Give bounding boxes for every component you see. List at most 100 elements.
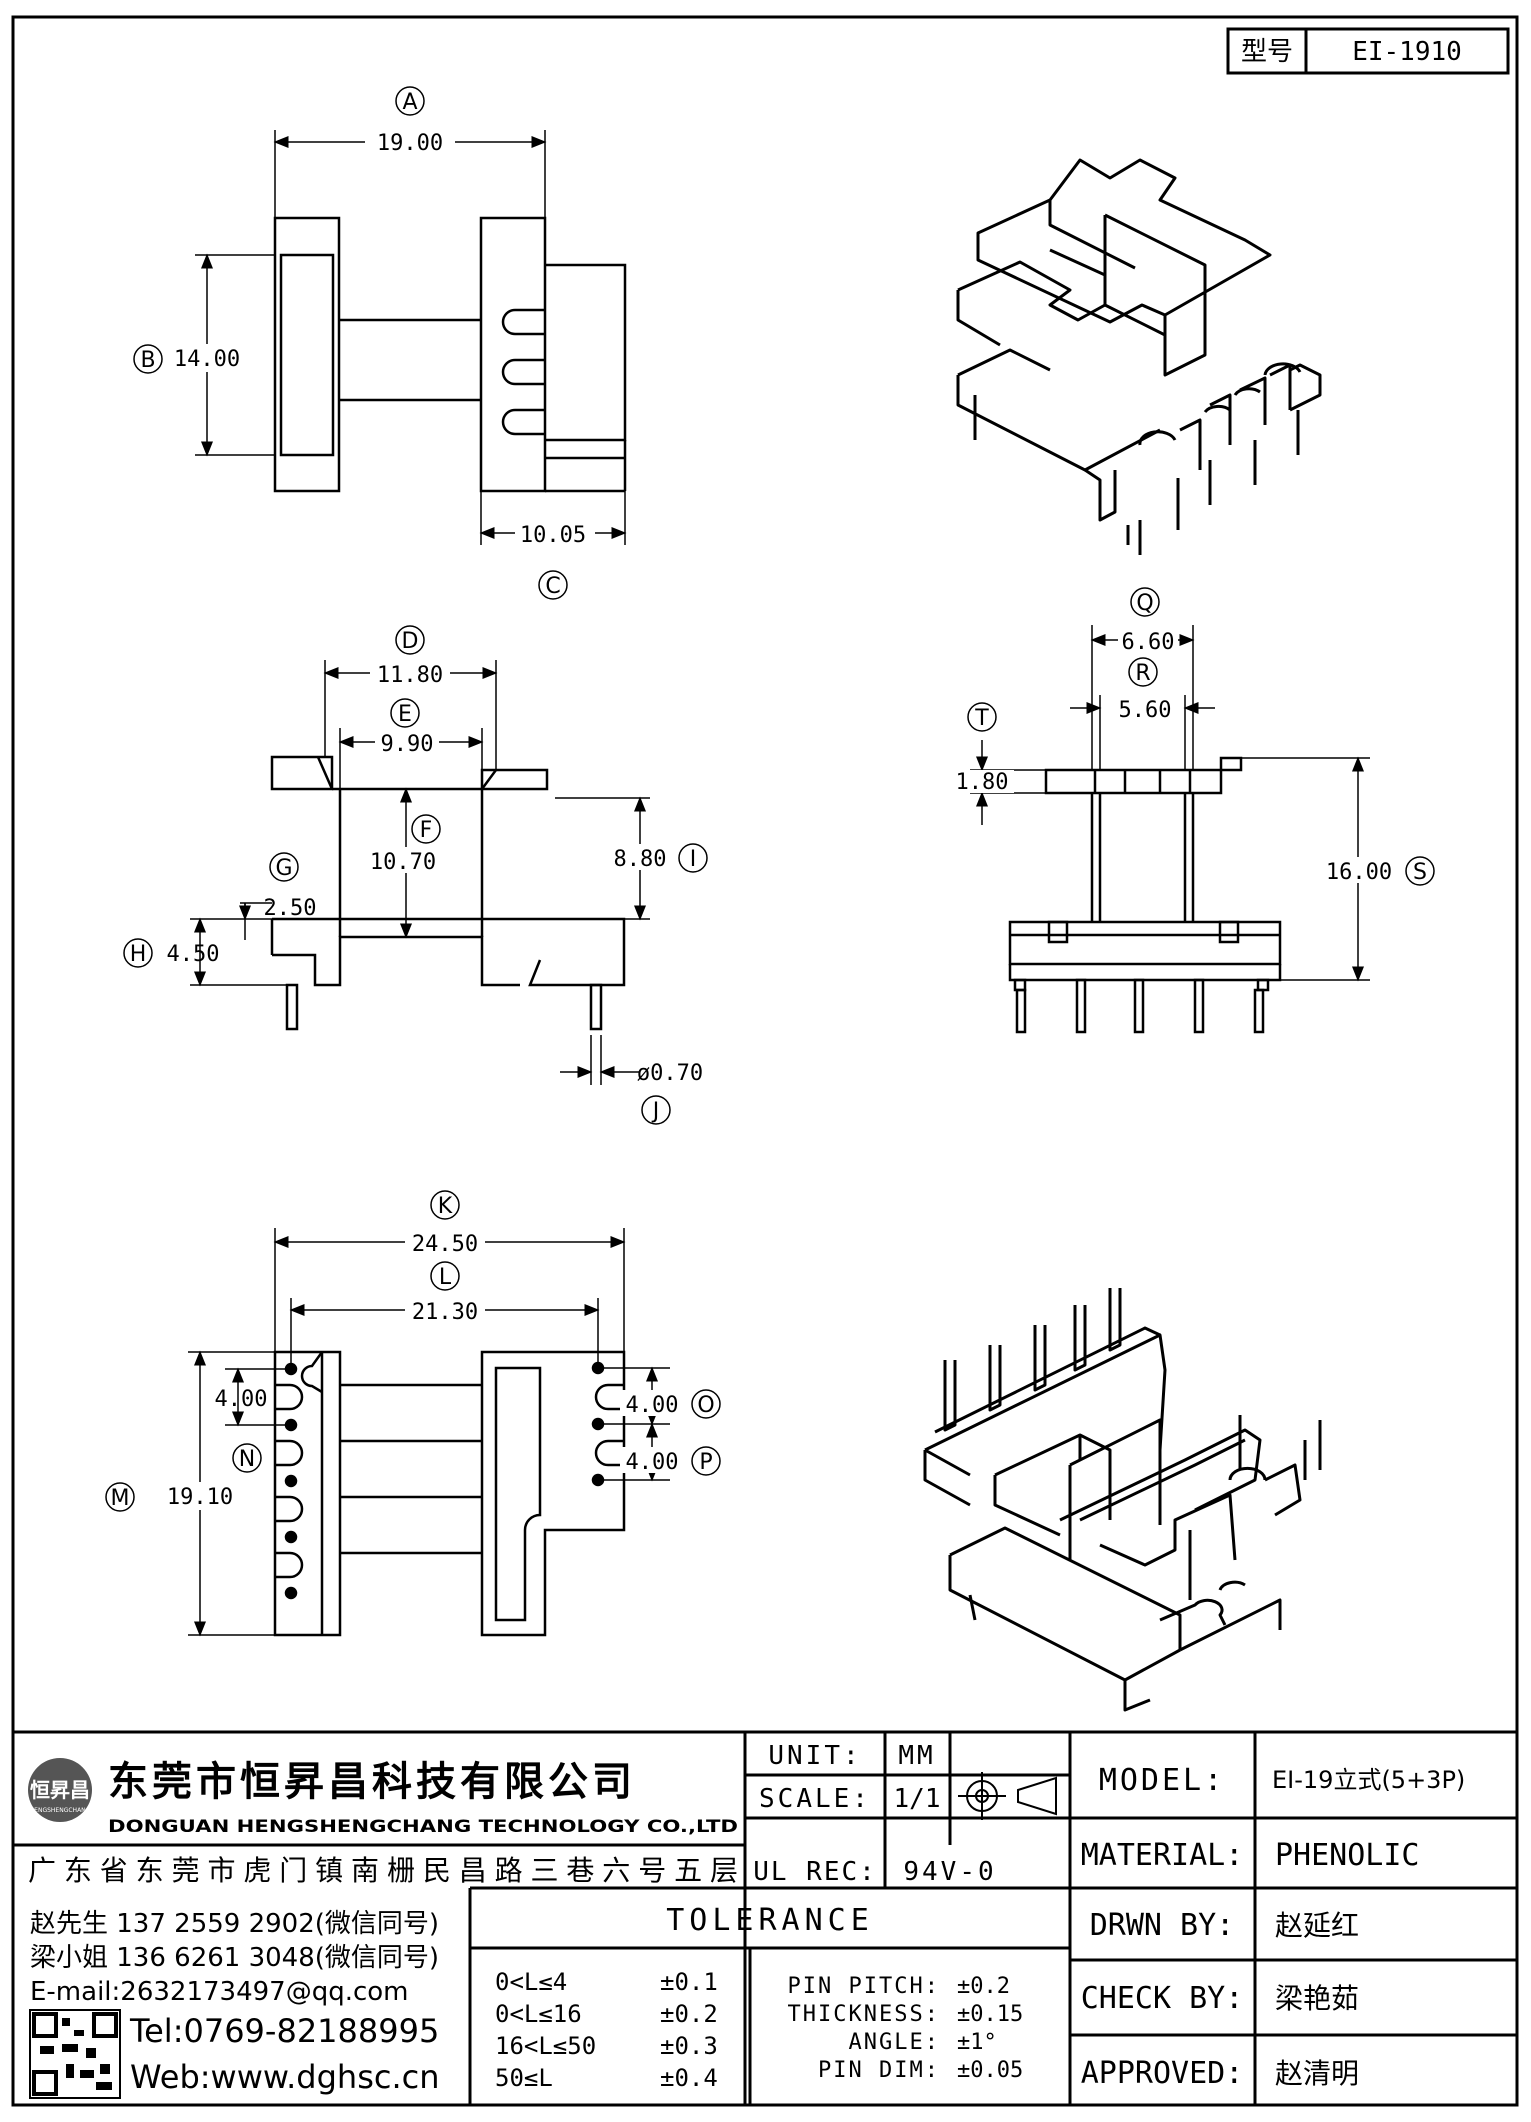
top-view xyxy=(273,216,627,493)
tol-spec-2: ANGLE: xyxy=(849,2030,940,2055)
svg-text:O: O xyxy=(697,1393,714,1418)
dim-C: 10.05 C xyxy=(515,520,595,600)
side-view xyxy=(1008,756,1282,1034)
company-name-en: DONGUAN HENGSHENGCHANG TECHNOLOGY CO.,LT… xyxy=(108,1817,738,1837)
scale-value: 1/1 xyxy=(894,1784,941,1814)
svg-text:HENGSHENGCHANG: HENGSHENGCHANG xyxy=(30,1807,91,1814)
svg-text:2.50: 2.50 xyxy=(264,896,317,921)
dim-P: 4.00 P xyxy=(620,1446,721,1476)
isometric-view-bottom xyxy=(923,1288,1322,1712)
dim-D: D 11.80 xyxy=(370,625,450,688)
check-label: CHECK BY: xyxy=(1081,1981,1244,2016)
tol-range-1: 0<L≤16 xyxy=(495,2000,582,2028)
material-value: PHENOLIC xyxy=(1275,1838,1420,1873)
dim-N: 4.00 N xyxy=(215,1387,268,1473)
ulrec-label: UL REC: xyxy=(753,1857,877,1887)
svg-text:D: D xyxy=(402,629,419,654)
model-box-label: 型号 xyxy=(1241,37,1293,67)
svg-text:E: E xyxy=(398,702,412,727)
dim-R: R 5.60 xyxy=(1119,657,1172,723)
svg-text:M: M xyxy=(111,1486,130,1511)
qr-code-icon xyxy=(29,2009,121,2099)
tol-value-2: ±0.3 xyxy=(660,2032,718,2060)
bottom-view xyxy=(273,1350,626,1637)
tol-spec-value-1: ±0.15 xyxy=(957,2002,1023,2027)
svg-text:21.30: 21.30 xyxy=(412,1300,478,1325)
dim-T: T 1.80 xyxy=(950,702,1014,795)
contact-line-2: 梁小姐 136 6261 3048(微信同号) xyxy=(30,1943,439,1973)
svg-text:10.05: 10.05 xyxy=(520,523,586,548)
company-address: 广东省东莞市虎门镇南栅民昌路三巷六号五层 xyxy=(28,1854,738,1887)
model-label: MODEL: xyxy=(1099,1763,1225,1798)
bottom-view-dims xyxy=(188,1228,670,1637)
dim-M: M 19.10 xyxy=(105,1482,238,1512)
isometric-view-top xyxy=(956,158,1322,555)
svg-text:19.00: 19.00 xyxy=(377,131,443,156)
tol-range-2: 16<L≤50 xyxy=(495,2032,596,2060)
tolerance-specs: PIN PITCH: ±0.2 THICKNESS: ±0.15 ANGLE: … xyxy=(788,1974,1024,2083)
dim-G: G 2.50 xyxy=(264,852,317,921)
ulrec-value: 94V-0 xyxy=(903,1857,996,1887)
model-box-value: EI-1910 xyxy=(1352,37,1462,67)
svg-text:4.00: 4.00 xyxy=(626,1393,679,1418)
drwn-label: DRWN BY: xyxy=(1090,1908,1235,1943)
svg-text:1.80: 1.80 xyxy=(956,770,1009,795)
dim-J: ø0.70 J xyxy=(637,1061,703,1125)
svg-text:ø0.70: ø0.70 xyxy=(637,1061,703,1086)
dim-B: B 14.00 xyxy=(133,344,246,374)
svg-text:A: A xyxy=(402,90,417,115)
approved-label: APPROVED: xyxy=(1081,2056,1244,2091)
check-value: 梁艳茹 xyxy=(1275,1982,1359,2015)
svg-text:P: P xyxy=(699,1450,712,1475)
dim-S: 16.00 S xyxy=(1325,856,1435,886)
material-label: MATERIAL: xyxy=(1081,1838,1244,1873)
svg-text:恒昇昌: 恒昇昌 xyxy=(30,1778,90,1802)
dim-A: A 19.00 xyxy=(365,86,455,156)
svg-text:I: I xyxy=(690,847,697,872)
contact-line-1: 赵先生 137 2559 2902(微信同号) xyxy=(30,1909,439,1939)
svg-text:5.60: 5.60 xyxy=(1119,698,1172,723)
contact-tel: Tel:0769-82188995 xyxy=(129,2012,439,2050)
dim-K: K 24.50 xyxy=(405,1190,485,1257)
svg-text:B: B xyxy=(140,348,155,373)
unit-label: UNIT: xyxy=(768,1741,861,1771)
svg-text:S: S xyxy=(1413,860,1427,885)
svg-text:G: G xyxy=(275,856,292,881)
svg-text:L: L xyxy=(439,1265,452,1290)
drwn-value: 赵延红 xyxy=(1275,1909,1359,1942)
svg-text:6.60: 6.60 xyxy=(1122,630,1175,655)
tol-spec-0: PIN PITCH: xyxy=(788,1974,940,1999)
tol-spec-3: PIN DIM: xyxy=(818,2058,940,2083)
dim-O: 4.00 O xyxy=(620,1389,721,1419)
svg-text:10.70: 10.70 xyxy=(370,850,436,875)
top-view-dims xyxy=(195,130,627,545)
svg-text:K: K xyxy=(438,1194,453,1219)
scale-label: SCALE: xyxy=(759,1784,871,1814)
svg-text:4.50: 4.50 xyxy=(167,942,220,967)
tol-spec-1: THICKNESS: xyxy=(788,2002,940,2027)
svg-text:16.00: 16.00 xyxy=(1326,860,1392,885)
projection-symbol-icon xyxy=(958,1772,1057,1820)
dim-Q: Q 6.60 xyxy=(1118,587,1178,655)
contact-email: E-mail:2632173497@qq.com xyxy=(30,1977,409,2007)
dim-F: F 10.70 xyxy=(364,814,442,875)
svg-text:F: F xyxy=(420,818,433,843)
tol-spec-value-2: ±1° xyxy=(957,2030,997,2055)
svg-text:N: N xyxy=(239,1447,255,1472)
svg-text:J: J xyxy=(651,1099,660,1124)
model-value: EI-19立式(5+3P) xyxy=(1272,1766,1465,1794)
dim-L: L 21.30 xyxy=(405,1261,485,1325)
contact-web: Web:www.dghsc.cn xyxy=(130,2058,440,2096)
tolerance-ranges: 0<L≤4 ±0.1 0<L≤16 ±0.2 16<L≤50 ±0.3 50≤L… xyxy=(495,1968,718,2092)
company-name-cn: 东莞市恒昇昌科技有限公司 xyxy=(108,1759,636,1805)
svg-text:4.00: 4.00 xyxy=(215,1387,268,1412)
tol-spec-value-3: ±0.05 xyxy=(957,2058,1023,2083)
front-view-dims xyxy=(190,660,650,1085)
svg-text:T: T xyxy=(974,706,989,731)
tolerance-title: TOLERANCE xyxy=(666,1903,874,1938)
tol-spec-value-0: ±0.2 xyxy=(957,1974,1010,1999)
side-view-dims xyxy=(970,625,1370,982)
svg-text:11.80: 11.80 xyxy=(377,663,443,688)
tol-value-3: ±0.4 xyxy=(660,2064,718,2092)
